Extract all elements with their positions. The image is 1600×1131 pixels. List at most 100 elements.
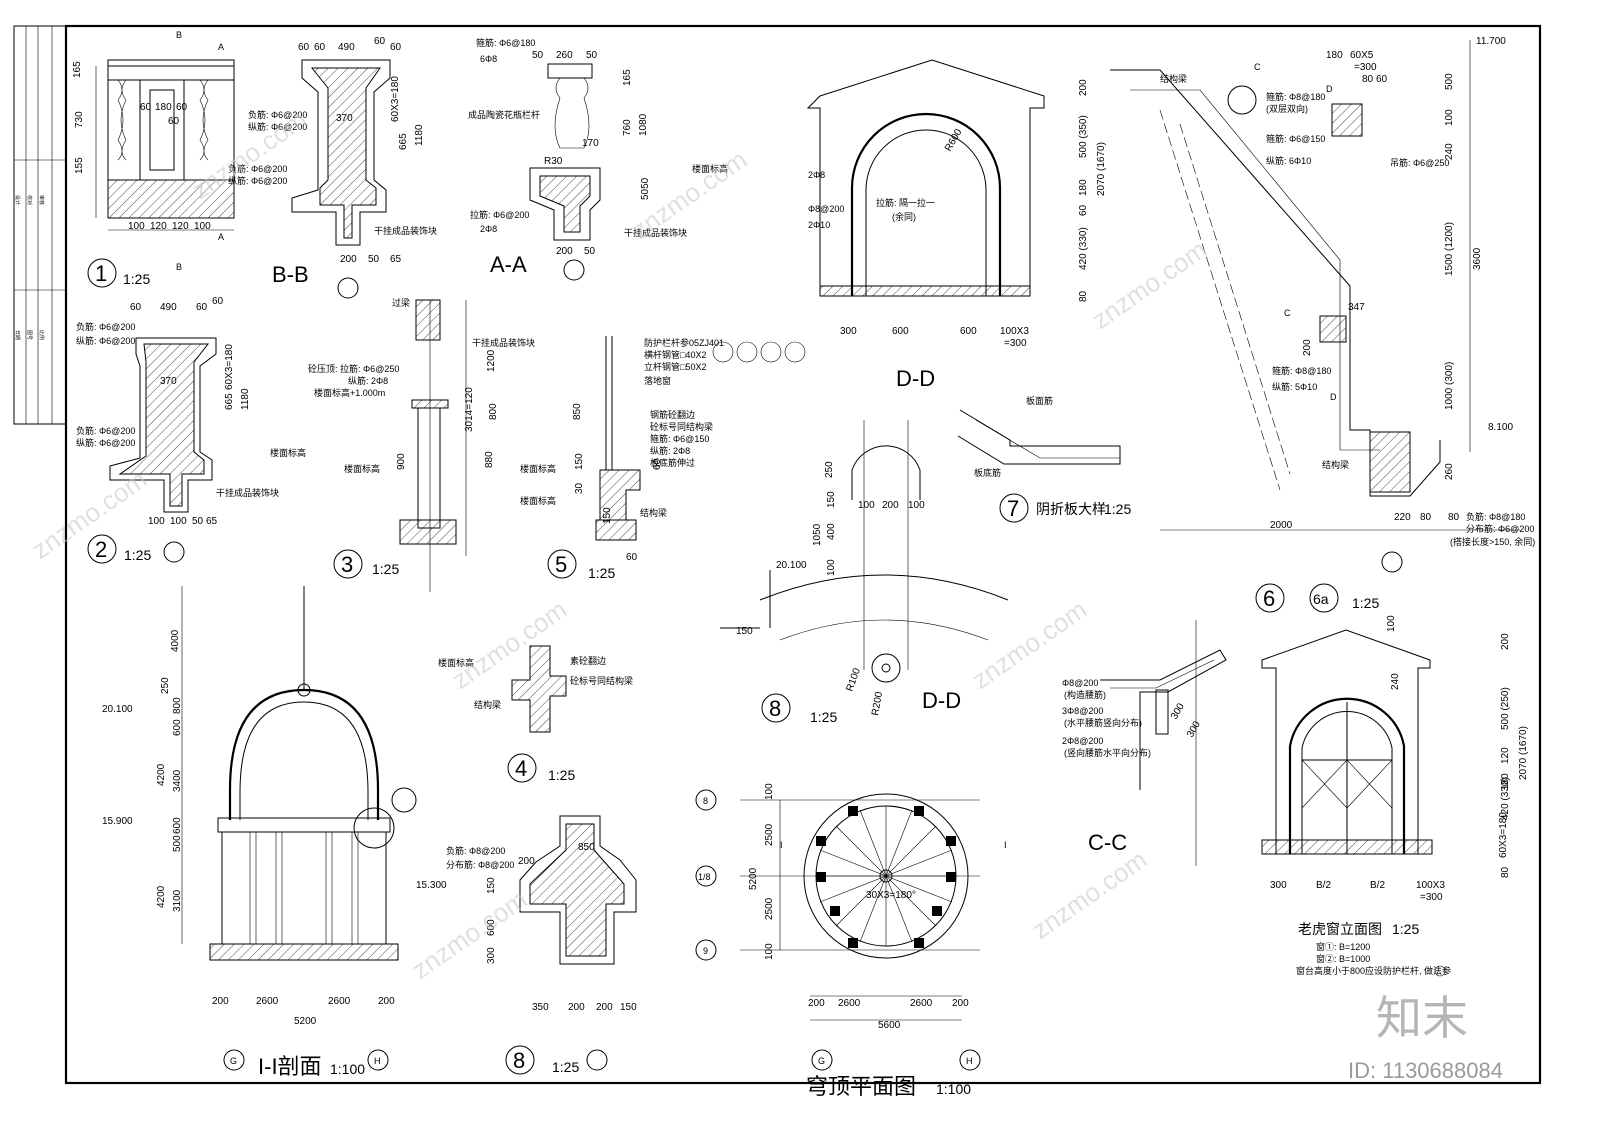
dim-label: 500 (250) (1500, 687, 1511, 730)
detail-scale: 1:25 (123, 271, 150, 287)
dim-label: 760 (622, 119, 633, 136)
dim-label: 100 (1386, 615, 1397, 632)
dim-label: 60 (176, 102, 188, 113)
note: 负筋: Φ8@180 (1466, 511, 1525, 522)
note: 箍筋: Φ8@180 (1272, 365, 1331, 376)
dim-label: 500 (1444, 73, 1455, 90)
dim-label: 11.700 (1476, 36, 1506, 47)
note: 砼标号同结构梁 (650, 421, 713, 432)
detail-number: 1 (95, 261, 107, 286)
axis-label: D (1326, 84, 1333, 94)
dim-label: =300 (1004, 338, 1027, 349)
dim-label: 15.900 (102, 816, 133, 827)
dim-label: 80 (1078, 290, 1089, 302)
section-title: D-D (896, 366, 935, 391)
detail-7-fold-plate: 板面筋 板底筋 7 阴折板大样 1:25 (957, 395, 1131, 523)
section-title: D-D (922, 688, 961, 713)
dome-plan: 8 1/8 9 100 2500 5200 2500 100 200 2600 … (695, 783, 1007, 1099)
note: 楼面标高 (520, 495, 556, 506)
detail-number: 5 (555, 552, 567, 577)
note: 楼面标高 (692, 163, 728, 174)
dim-label: 350 (532, 1002, 549, 1013)
dim-label: 5600 (878, 1020, 901, 1031)
dim-label: 4200 (156, 763, 167, 786)
dim-label: 250 (160, 677, 171, 694)
dim-label: 100 (194, 221, 211, 232)
detail-scale: 1:25 (810, 709, 837, 725)
dim-label: 100 (170, 516, 187, 527)
note: 6Φ8 (480, 54, 497, 64)
dim-label: 30X3=180° (866, 890, 916, 901)
section-c-c: 300 300 Φ8@200 (构造腰筋) 3Φ8@200 (水平腰筋竖向分布)… (1062, 620, 1227, 866)
axis-label: G (230, 1056, 237, 1066)
dim-label: 250 (824, 461, 835, 478)
dim-label: 15.300 (416, 880, 447, 891)
dim-label: 200 (556, 246, 573, 257)
detail-number: 8 (769, 696, 781, 721)
detail-scale: 1:25 (1104, 501, 1131, 517)
section-a-a: 50 260 50 165 760 1080 170 5050 200 50 R… (468, 37, 728, 281)
dim-label: 20.100 (102, 704, 133, 715)
dim-label: 2600 (328, 996, 351, 1007)
dim-label: 850 (572, 403, 583, 420)
dim-label: 3100 (172, 889, 183, 912)
dim-label: 60 (1078, 204, 1089, 216)
dim-label: 60X5 (1350, 50, 1374, 61)
dim-label: 150 (826, 491, 837, 508)
dim-label: 100 (908, 500, 925, 511)
detail-number: 7 (1007, 496, 1019, 521)
section-scale: 1:100 (330, 1061, 365, 1077)
note: 钢筋砼翻边 (650, 409, 695, 420)
dim-label: 2500 (764, 823, 775, 846)
axis-label: D (1330, 392, 1337, 402)
watermark-text: znzmo.com (1086, 234, 1212, 335)
dim-label: 150 (620, 1002, 637, 1013)
grid-label: 9 (703, 946, 708, 956)
dim-label: 60X3=180 (390, 76, 401, 122)
dim-label: 8.100 (1488, 422, 1513, 433)
dim-label: 60 (374, 36, 386, 47)
note: (余同) (892, 211, 916, 222)
note: (竖向腰筋水平向分布) (1064, 747, 1151, 758)
dim-label: 200 (212, 996, 229, 1007)
dim-label: 500 (172, 835, 183, 852)
plan-columns (816, 806, 956, 948)
detail-number: 3 (341, 552, 353, 577)
dim-label: =300 (1420, 892, 1443, 903)
note: 落地窗 (644, 375, 671, 386)
dim-label: 60 (1376, 74, 1388, 85)
dim-label: 60X3=180 (224, 344, 235, 390)
dim-label: 490 (338, 42, 355, 53)
dormer-scale: 1:25 (1392, 921, 1419, 937)
note: 素砼翻边 (570, 655, 606, 666)
detail-title: 阴折板大样 (1036, 501, 1106, 517)
grid-label: 1/8 (698, 872, 711, 882)
dim-label: 50 (586, 50, 598, 61)
dim-label: 3014=120 (464, 387, 475, 432)
dim-label: 200 (378, 996, 395, 1007)
axis-label: B (176, 262, 182, 272)
detail-3-wall: 900 3014=120 880 800 1200 过梁 干挂成品装饰块 砼压顶… (308, 297, 556, 592)
dim-label: 220 (1394, 512, 1411, 523)
dim-label: 240 (1390, 673, 1401, 690)
dim-label: 100 (826, 559, 837, 576)
dim-label: 600 (486, 919, 497, 936)
detail-2-coping: 60 490 60 60 370 60X3=180 665 1180 100 1… (76, 296, 306, 564)
dim-label: 2000 (1270, 520, 1293, 531)
title-block-labels: 设计 校对 审核 日期 图号 比例 (14, 195, 45, 340)
note: 纵筋: Φ6@200 (248, 121, 307, 132)
note: 3Φ8@200 (1062, 706, 1103, 716)
dim-label: 600 (960, 326, 977, 337)
title-block-item: 图号 (26, 330, 32, 340)
dim-label: 60 (298, 42, 310, 53)
watermark-text: znzmo.com (406, 884, 532, 985)
axis-label: C (1284, 308, 1291, 318)
detail-scale: 1:25 (588, 565, 615, 581)
dim-label: 800 (488, 403, 499, 420)
dim-label: R600 (943, 127, 965, 154)
dim-label: 4200 (156, 885, 167, 908)
dim-label: 60X3=180 (1498, 812, 1509, 858)
note: 负筋: Φ6@200 (76, 425, 135, 436)
note: 横杆钢管□40X2 (644, 349, 706, 360)
